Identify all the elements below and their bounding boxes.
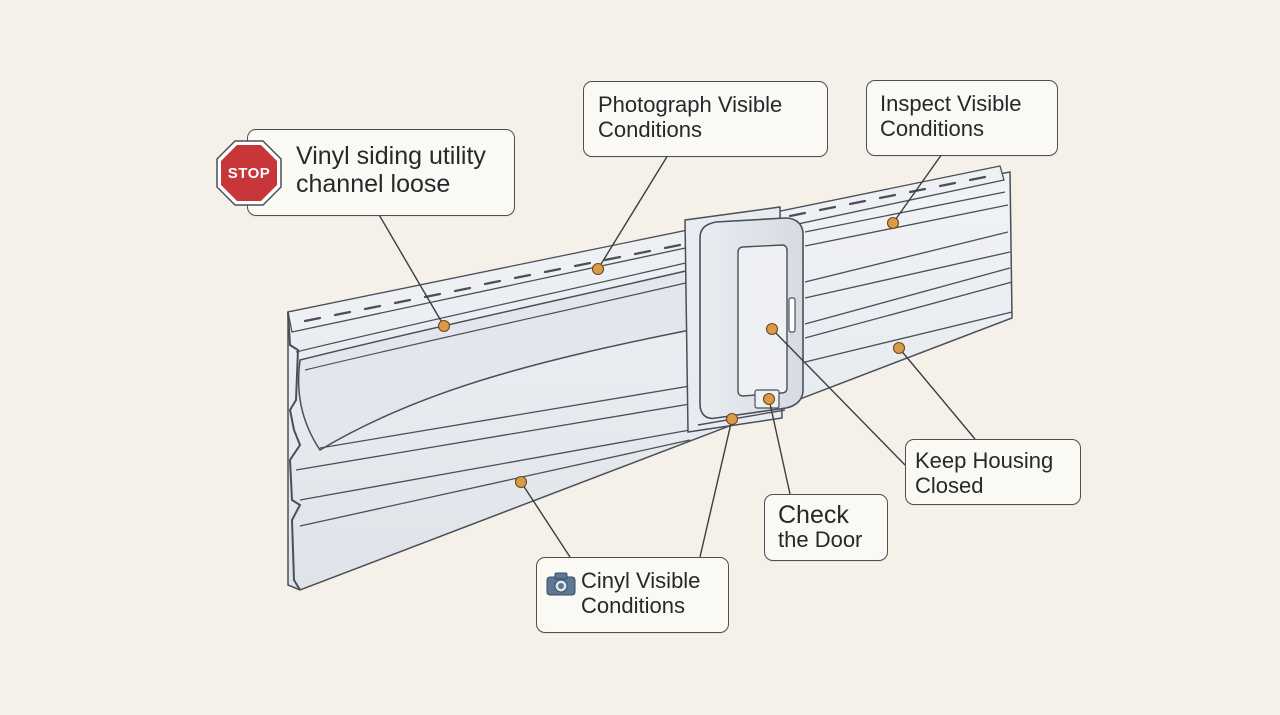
leader-cinyl-b — [699, 418, 733, 558]
utility-box-door — [737, 244, 788, 397]
housing-bottom-edge — [697, 409, 786, 426]
channel-edge-lines — [295, 261, 691, 371]
leader-vinyl — [377, 212, 445, 327]
stop-label: STOP — [227, 164, 271, 182]
marker-dot — [591, 262, 605, 276]
nail-slots — [303, 175, 987, 323]
callout-line-1: Check — [778, 501, 849, 529]
camera-icon — [546, 572, 576, 596]
leader-inspect — [892, 153, 943, 224]
marker-dot — [437, 319, 451, 333]
callout-line-2: the Door — [778, 527, 863, 553]
leader-lines — [377, 153, 976, 558]
leader-keep-panel — [898, 347, 976, 440]
callout-text: Keep Housing Closed — [915, 448, 1054, 498]
marker-dot — [762, 392, 776, 406]
marker-dot — [514, 475, 528, 489]
siding-profile-edge — [287, 311, 302, 591]
callout-text: Vinyl siding utility channel loose — [296, 142, 486, 198]
loose-channel-lip — [297, 269, 691, 452]
callout-inspect: Inspect Visible Conditions — [866, 80, 1058, 156]
leader-photograph — [597, 154, 669, 270]
leader-check-door — [768, 398, 791, 495]
stop-sign-icon: STOP — [216, 140, 282, 206]
leader-keep-housing — [771, 328, 906, 466]
callout-keep-housing-closed: Keep Housing Closed — [905, 439, 1081, 505]
marker-dot — [886, 216, 900, 230]
callout-text: Inspect Visible Conditions — [880, 91, 1022, 141]
siding-lines-right — [804, 191, 1013, 363]
door-latch — [788, 297, 796, 333]
callout-text: Cinyl Visible Conditions — [581, 568, 701, 618]
marker-dot — [892, 341, 906, 355]
marker-dot — [725, 412, 739, 426]
callout-check-door: Check the Door — [764, 494, 888, 561]
marker-dot — [765, 322, 779, 336]
callout-text: Photograph Visible Conditions — [598, 92, 783, 142]
callout-text: Check the Door — [778, 501, 884, 553]
markers — [437, 216, 906, 489]
siding-lines-left — [295, 385, 691, 527]
callout-vinyl-siding: Vinyl siding utility channel loose — [247, 129, 515, 216]
callout-photograph: Photograph Visible Conditions — [583, 81, 828, 157]
leader-cinyl-a — [520, 481, 571, 558]
